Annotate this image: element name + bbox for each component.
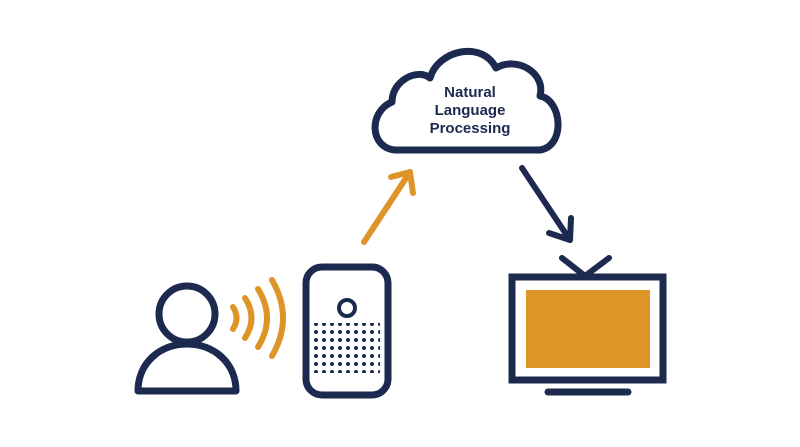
arrow-up-right-icon (364, 172, 413, 242)
sound-waves-icon (233, 280, 283, 356)
smart-speaker-icon (306, 267, 388, 395)
television-icon (512, 258, 663, 392)
person-icon (138, 286, 236, 391)
cloud-icon: Natural Language Processing (375, 51, 558, 150)
cloud-label-line-1: Natural (444, 84, 496, 101)
cloud-label-line-3: Processing (430, 120, 511, 137)
arrow-down-right-icon (522, 168, 571, 240)
cloud-label-line-2: Language (435, 102, 506, 119)
